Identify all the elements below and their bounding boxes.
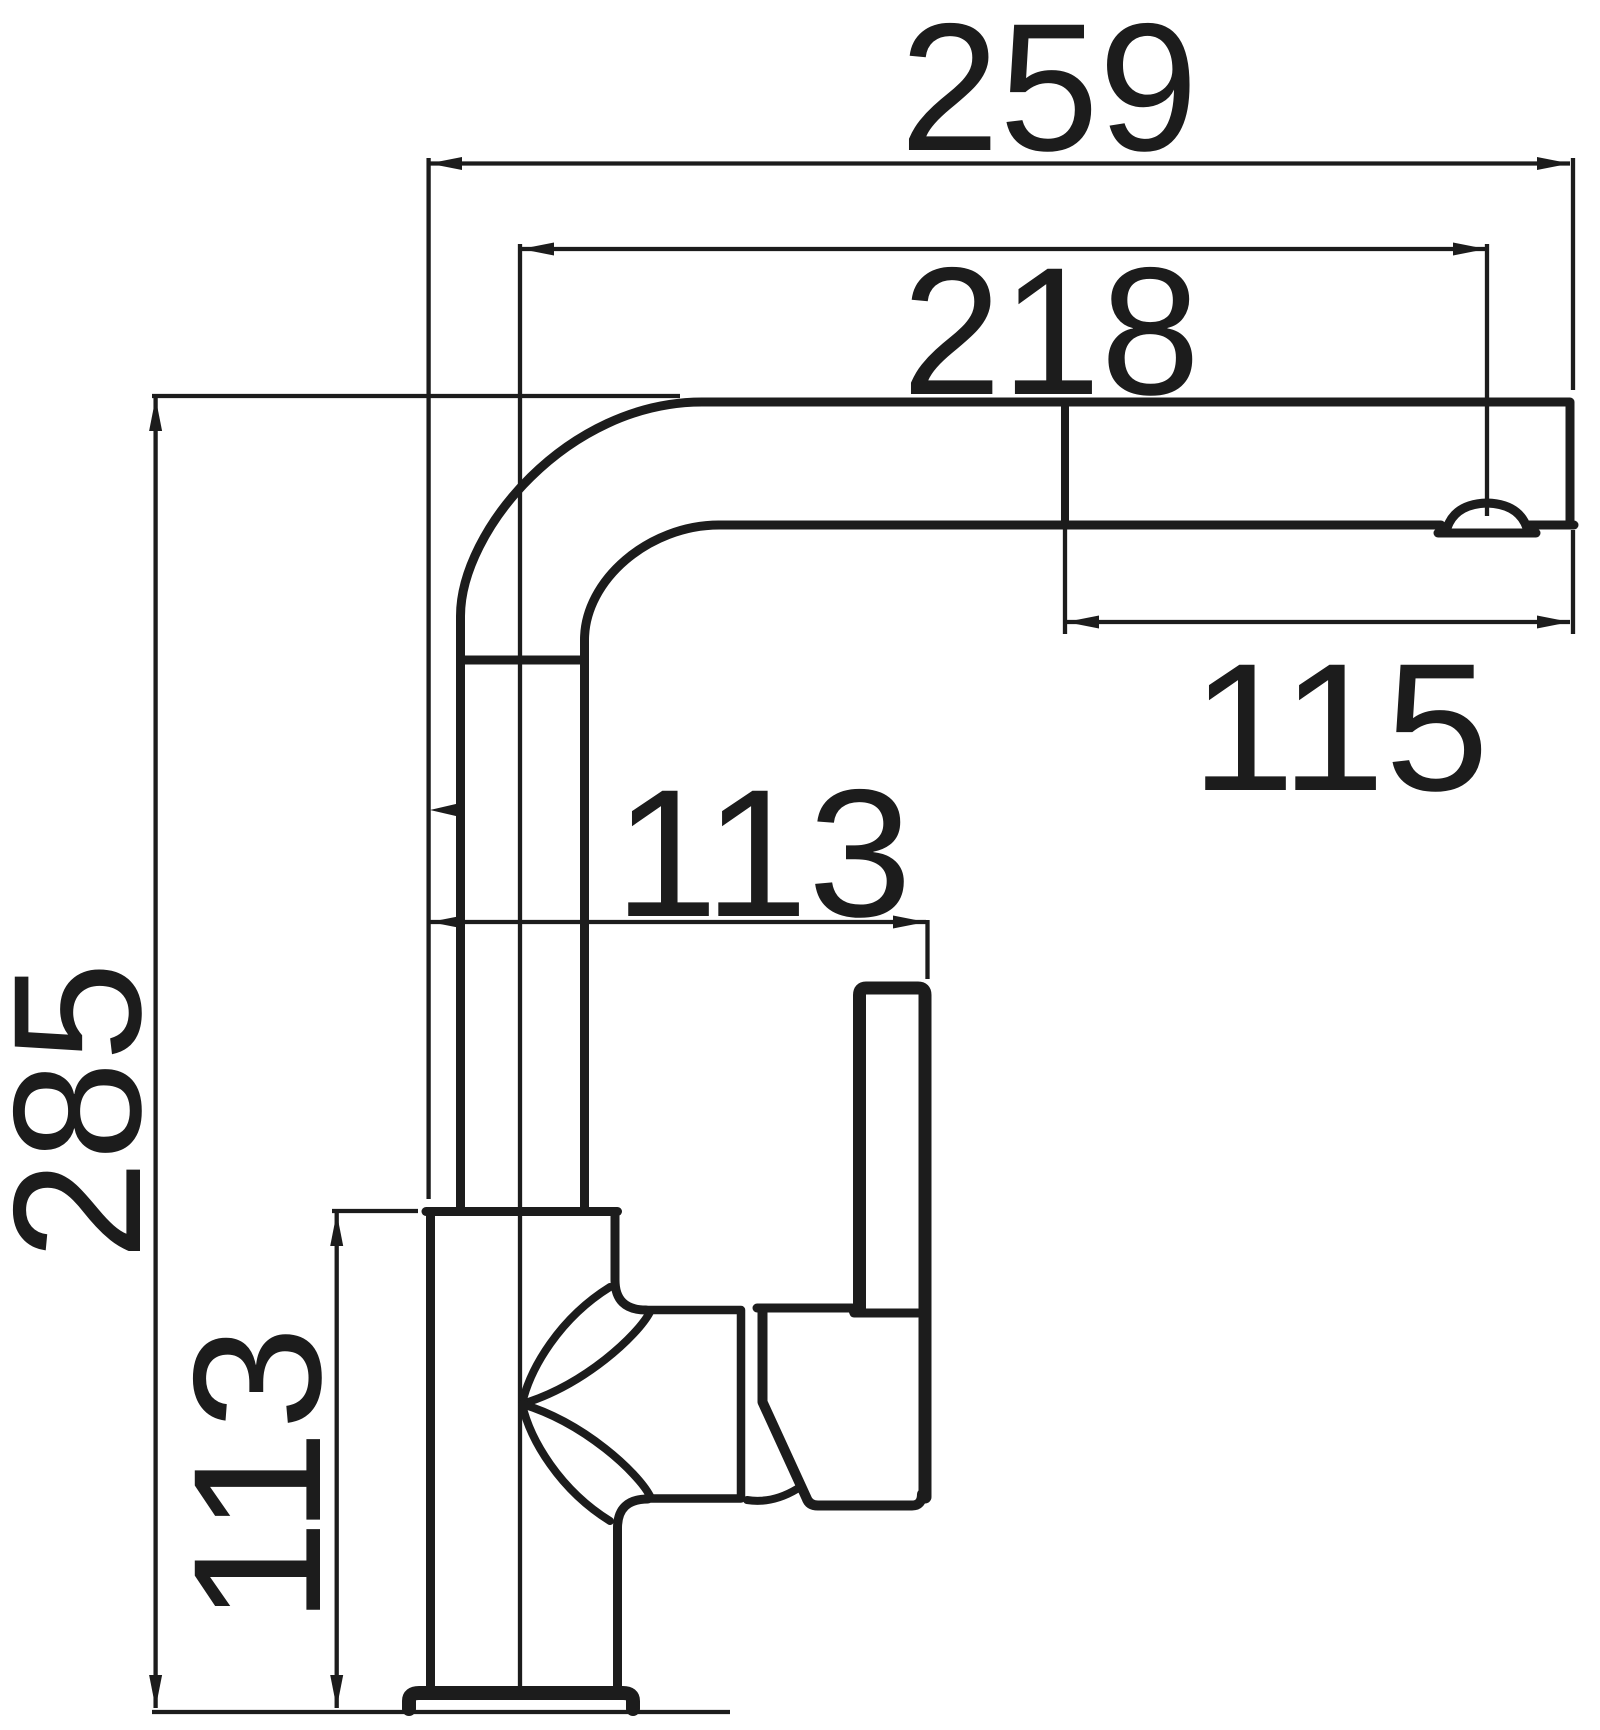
svg-text:285: 285 (0, 962, 179, 1260)
svg-text:113: 113 (614, 751, 912, 955)
svg-text:218: 218 (902, 229, 1200, 433)
svg-text:259: 259 (900, 0, 1198, 189)
svg-text:115: 115 (1191, 625, 1489, 829)
svg-text:113: 113 (155, 1326, 359, 1624)
